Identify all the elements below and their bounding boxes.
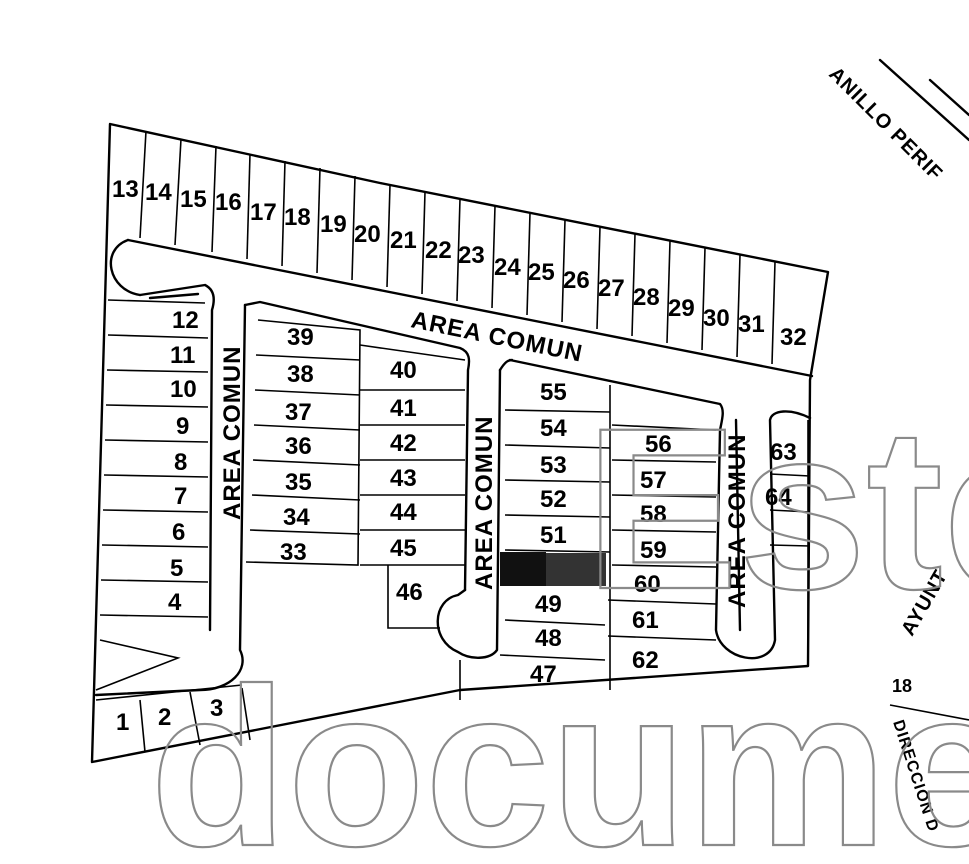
lot-24: 24 (494, 254, 521, 281)
lot-42: 42 (390, 430, 417, 457)
lot-51: 51 (540, 522, 567, 549)
lot-36: 36 (285, 433, 312, 460)
lot-47: 47 (530, 661, 557, 688)
lot-60: 60 (634, 571, 661, 598)
lot-56: 56 (645, 431, 672, 458)
block-e-dividers (769, 420, 811, 660)
lot-52: 52 (540, 486, 567, 513)
lot-10: 10 (170, 376, 197, 403)
lot-11: 11 (170, 342, 195, 369)
lot-35: 35 (285, 469, 312, 496)
block-c-labels: 55 54 53 52 51 49 48 47 (530, 379, 567, 688)
lot-31: 31 (738, 311, 765, 338)
lot-45: 45 (390, 535, 417, 562)
top-row-labels: 13 14 15 16 17 18 19 20 21 22 23 24 25 2… (112, 176, 807, 351)
lot-28: 28 (633, 284, 660, 311)
lot-23: 23 (458, 242, 485, 269)
selected-lot-light (546, 553, 606, 586)
lot-53: 53 (540, 452, 567, 479)
lot-20: 20 (354, 221, 381, 248)
lot-38: 38 (287, 361, 314, 388)
bottom-left-labels: 1 2 3 (116, 695, 223, 736)
lot-46: 46 (396, 579, 423, 606)
lot-40: 40 (390, 357, 417, 384)
lot-62: 62 (632, 647, 659, 674)
lot-22: 22 (425, 237, 452, 264)
block-a-labels: 39 38 37 36 35 34 33 (280, 324, 314, 566)
common-area-label-right: AREA COMUN (724, 434, 751, 608)
lot-33: 33 (280, 539, 307, 566)
selected-lot-dark (500, 552, 546, 586)
lot-64: 64 (765, 484, 792, 511)
lot-16: 16 (215, 189, 242, 216)
lot-19: 19 (320, 211, 347, 238)
lot-7: 7 (174, 483, 187, 510)
lot-43: 43 (390, 465, 417, 492)
lot-6: 6 (172, 519, 185, 546)
lot-13: 13 (112, 176, 139, 203)
lot-29: 29 (668, 295, 695, 322)
lot-57: 57 (640, 467, 667, 494)
watermark-line-1: Este (585, 380, 969, 637)
lot-2: 2 (158, 704, 171, 731)
lot-1: 1 (116, 709, 129, 736)
block-e-labels: 63 64 (765, 439, 797, 511)
watermark: Este documento (149, 379, 969, 864)
ring-road-label: ANILLO PERIF (824, 63, 946, 185)
left-column-dividers (95, 299, 209, 691)
block-b-labels: 40 41 42 43 44 45 46 (390, 357, 423, 606)
lot-30: 30 (703, 305, 730, 332)
lot-39: 39 (287, 324, 314, 351)
watermark-line-2: documento (150, 641, 969, 864)
top-road (94, 238, 814, 697)
lot-8: 8 (174, 449, 187, 476)
block-d-labels: 56 57 58 59 60 61 62 (632, 431, 672, 674)
lot-37: 37 (285, 399, 312, 426)
lot-15: 15 (180, 186, 207, 213)
lot-32: 32 (780, 324, 807, 351)
lot-61: 61 (632, 607, 659, 634)
lot-41: 41 (390, 395, 417, 422)
site-boundary (90, 122, 830, 764)
lot-18: 18 (284, 204, 311, 231)
lot-3: 3 (210, 695, 223, 722)
common-area-label-middle: AREA COMUN (471, 416, 498, 590)
lot-44: 44 (390, 499, 417, 526)
lot-5: 5 (170, 555, 183, 582)
block-b-dividers (359, 344, 466, 629)
lot-34: 34 (283, 504, 310, 531)
top-row-dividers (139, 130, 776, 365)
lot-17: 17 (250, 199, 277, 226)
block-cd-dividers (459, 385, 717, 700)
lot-58: 58 (640, 501, 667, 528)
lot-9: 9 (176, 413, 189, 440)
left-column-labels: 12 11 10 9 8 7 6 5 4 (168, 307, 199, 616)
lot-59: 59 (640, 537, 667, 564)
bottom-left-dividers (95, 684, 251, 753)
lot-27: 27 (598, 275, 625, 302)
lot-63: 63 (770, 439, 797, 466)
common-area-label-top: AREA COMUN (409, 306, 585, 367)
lot-55: 55 (540, 379, 567, 406)
lot-25: 25 (528, 259, 555, 286)
lot-21: 21 (390, 227, 417, 254)
outside-number: 18 (892, 676, 912, 696)
lot-12: 12 (172, 307, 199, 334)
lot-48: 48 (535, 625, 562, 652)
lot-26: 26 (563, 267, 590, 294)
selected-lot[interactable] (500, 552, 606, 586)
common-area-label-left: AREA COMUN (219, 346, 246, 520)
block-a-dividers (245, 319, 361, 566)
ring-road-lines (878, 58, 969, 721)
lot-4: 4 (168, 589, 182, 616)
lot-54: 54 (540, 415, 567, 442)
lot-49: 49 (535, 591, 562, 618)
lot-14: 14 (145, 179, 172, 206)
